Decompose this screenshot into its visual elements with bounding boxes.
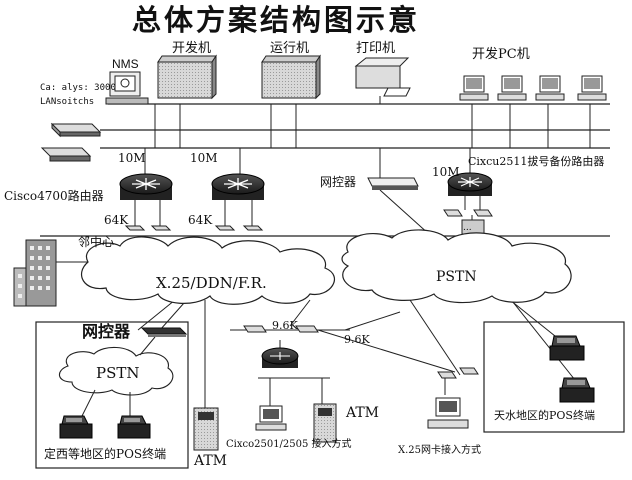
label-yunxingji: 运行机 (270, 41, 310, 56)
label-wangkongqi-top: 网控器 (320, 175, 357, 189)
label-10m-1: 10M (118, 151, 146, 165)
catalyst-switch-2 (40, 147, 92, 162)
modem-group-top (124, 209, 493, 235)
left-links (79, 336, 156, 421)
label-pstn-left: PSTN (96, 364, 140, 382)
network-controller-top (367, 177, 419, 190)
atm-machine-left (193, 407, 219, 451)
label-dayinji: 打印机 (356, 41, 396, 56)
label-nms: NMS (112, 57, 139, 71)
label-cisco2511: Cixcu2511拔号备份路由器 (468, 155, 605, 168)
lan-bus (40, 103, 610, 237)
bus-drops (134, 96, 591, 244)
pos-terminal-right-2 (559, 377, 595, 403)
dev-pc-2 (497, 75, 527, 101)
catalyst-switch-1 (50, 122, 102, 138)
dev-pc-group (459, 75, 607, 101)
diagram-title: 总体方案结构图示意 (132, 3, 421, 37)
cisco2501-pc (255, 405, 287, 431)
label-atm-left: ATM (194, 453, 228, 469)
label-atm-center: ATM (346, 405, 380, 421)
label-64k-1: 64K (104, 213, 129, 227)
label-64k-2: 64K (188, 213, 213, 227)
label-tianshui-pos: 天水地区的POS终端 (494, 409, 595, 422)
dev-pc-3 (535, 75, 565, 101)
x25-card-pc (427, 397, 469, 429)
label-kaifa-pc: 开发PC机 (472, 47, 530, 62)
label-96k-2: 9.6K (344, 333, 370, 346)
label-catalyst-2: LANsoitchs (40, 97, 95, 107)
cisco2501-router (261, 347, 299, 368)
label-cisco4700: Cisco4700路由器 (4, 189, 104, 203)
label-wangkongqi-left: 网控器 (82, 322, 131, 341)
label-10m-2: 10M (190, 151, 218, 165)
label-cisco2501: Cixco2501/2505 接入方式 (226, 439, 352, 450)
pstn-cloud-left (58, 346, 174, 396)
printer (354, 57, 411, 97)
label-x25-cloud: X.25/DDN/F.R. (156, 274, 267, 292)
pos-terminal-right-1 (549, 335, 585, 361)
pos-terminal-left-2 (117, 415, 151, 439)
cisco4700-router-1 (119, 173, 173, 200)
tianshui-region-box (483, 321, 625, 433)
network-controller-left (140, 327, 188, 337)
label-96k-1: 9.6K (272, 319, 298, 332)
neighbor-center-building (13, 239, 88, 307)
pos-terminal-left-1 (59, 415, 93, 439)
dev-server (157, 54, 217, 100)
pstn-cloud-main (341, 229, 572, 304)
cisco4700-router-2 (211, 173, 265, 200)
label-catalyst-1: Ca: alys: 3000 (40, 83, 116, 93)
label-kaifaji: 开发机 (172, 41, 212, 56)
dev-pc-1 (459, 75, 489, 101)
atm-machine-center (313, 403, 337, 443)
label-dingxi-pos: 定西等地区的POS终端 (44, 447, 167, 461)
label-10m-3: 10M (432, 165, 460, 179)
label-lin-zhongxin: 邻中心 (78, 235, 115, 249)
modem-group-center (243, 325, 479, 379)
dingxi-region-box (35, 321, 189, 469)
label-x25-card: X.25网卡接入方式 (398, 445, 482, 456)
dev-pc-4 (577, 75, 607, 101)
label-dots: ... (463, 223, 472, 233)
prod-server (261, 54, 321, 100)
x25-cloud (81, 236, 336, 305)
label-pstn-cloud: PSTN (436, 269, 477, 285)
nms-workstation (105, 71, 149, 105)
cisco2511-router (447, 172, 493, 196)
